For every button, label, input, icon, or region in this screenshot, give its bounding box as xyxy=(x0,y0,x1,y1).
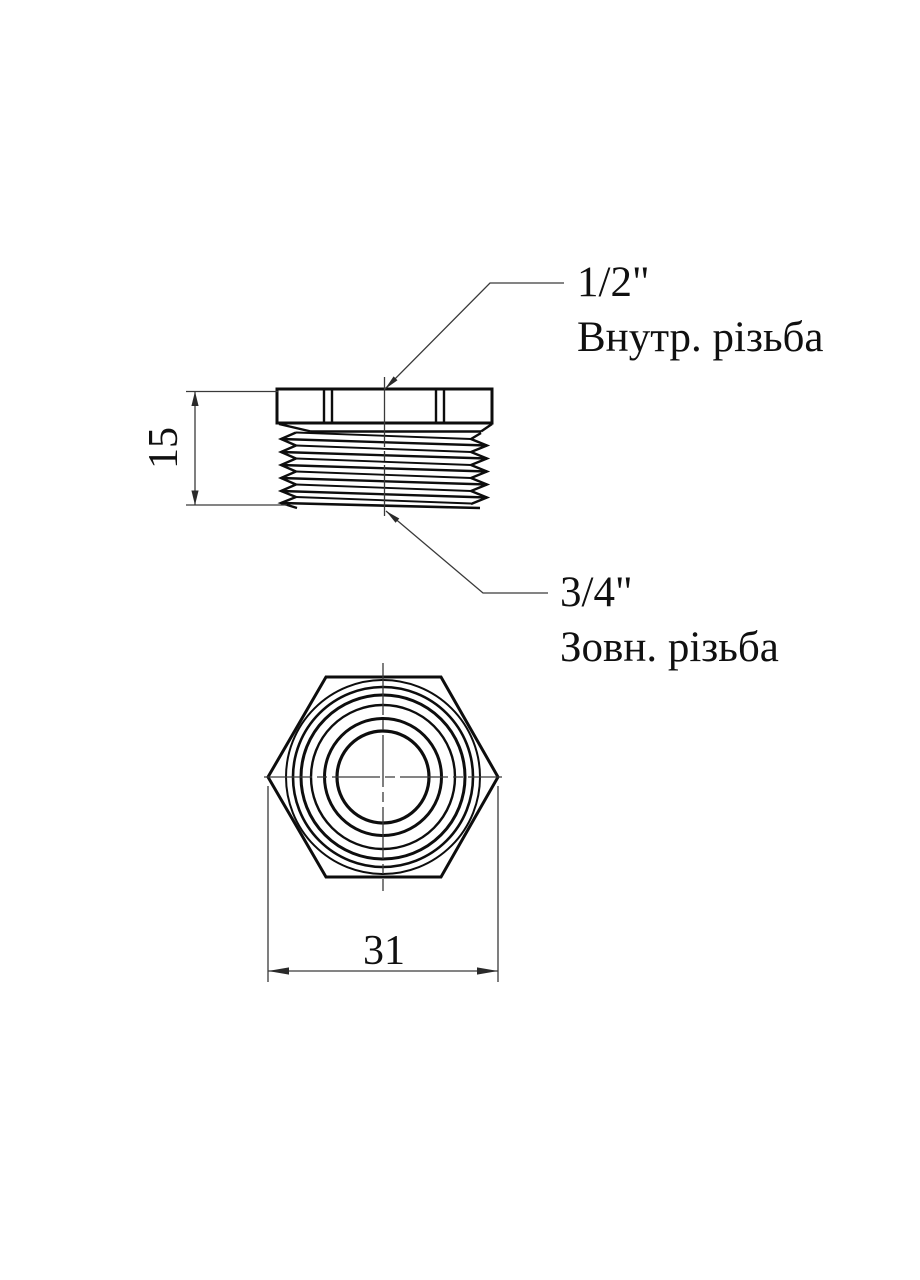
front-view xyxy=(264,663,502,891)
arrowhead-up xyxy=(191,391,199,406)
neck-shoulder xyxy=(278,422,493,433)
arrowhead-left xyxy=(268,967,289,975)
dimension-31: 31 xyxy=(267,786,499,982)
leader-external-thread: 3/4" Зовн. різьба xyxy=(385,510,779,671)
leader-internal-thread: 1/2" Внутр. різьба xyxy=(384,259,824,390)
arrowhead-down xyxy=(191,490,199,505)
side-view xyxy=(275,377,494,516)
external-thread-type-label: Зовн. різьба xyxy=(560,624,779,671)
external-thread-size-label: 3/4" xyxy=(560,569,633,616)
dimension-31-value: 31 xyxy=(363,928,405,974)
leader-arrowhead xyxy=(385,376,398,389)
internal-thread-size-label: 1/2" xyxy=(577,259,650,306)
thread-root-lines xyxy=(295,431,472,505)
dimension-15: 15 xyxy=(141,390,287,506)
internal-thread-type-label: Внутр. різьба xyxy=(577,314,824,361)
arrowhead-right xyxy=(477,967,498,975)
thread-right-edge xyxy=(467,431,491,506)
dimension-15-value: 15 xyxy=(141,427,187,469)
thread-left-edge xyxy=(277,431,300,510)
leader-arrowhead xyxy=(386,511,400,523)
leader-line xyxy=(384,282,564,390)
leader-line xyxy=(385,510,548,594)
